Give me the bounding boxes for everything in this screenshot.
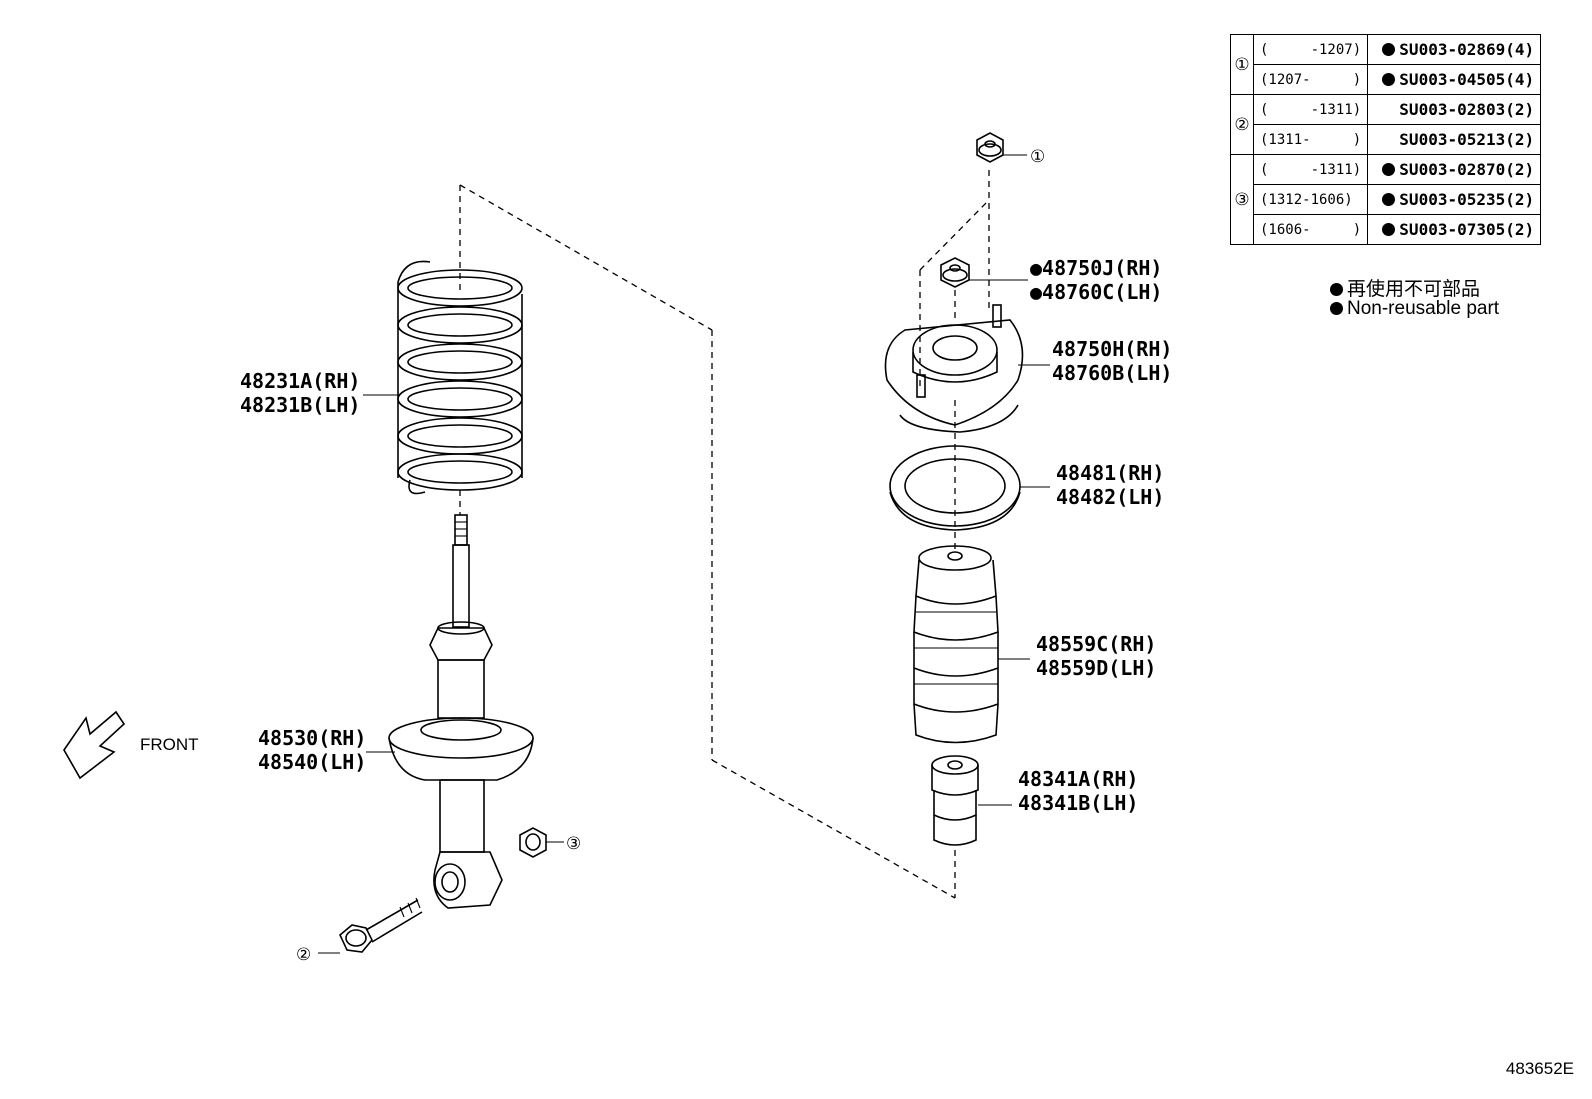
table-part-number: SU003-05213(2)	[1367, 124, 1542, 155]
label-spring-lh: 48231B(LH)	[240, 393, 360, 417]
table-part-number: SU003-02869(4)	[1367, 34, 1542, 65]
label-bumper-lh: 48341B(LH)	[1018, 791, 1138, 815]
table-part-number: SU003-05235(2)	[1367, 184, 1542, 215]
table-row: (1207- ) SU003-04505(4)	[1231, 64, 1542, 95]
lower-mount-bolt	[339, 897, 423, 953]
callout-2: ②	[296, 945, 311, 964]
table-row: ③ ( -1311) SU003-02870(2)	[1230, 154, 1542, 245]
coil-spring	[397, 260, 523, 495]
callout-1: ①	[1030, 147, 1045, 166]
callout-3: ③	[566, 834, 581, 853]
table-row: ② ( -1311) SU003-02803(2)	[1230, 94, 1542, 155]
suspension-support	[884, 304, 1024, 433]
part-reference-table: ① ( -1207) SU003-02869(4) (1207- ) SU003…	[1230, 34, 1542, 245]
label-support-lh: 48760B(LH)	[1052, 361, 1172, 385]
assembly-guide-lines	[459, 170, 990, 899]
table-range: ( -1207)	[1252, 34, 1369, 65]
part-labels: 48231A(RH) 48231B(LH) 48530(RH) 48540(LH…	[140, 147, 1172, 964]
table-range: (1312-1606)	[1252, 184, 1369, 215]
dust-boot	[913, 545, 999, 744]
table-row: (1606- ) SU003-07305(2)	[1231, 214, 1542, 245]
legend-jp: 再使用不可部品	[1330, 274, 1480, 301]
lower-mount-nut	[519, 827, 547, 858]
table-range: (1606- )	[1252, 214, 1369, 245]
table-part-number: SU003-02870(2)	[1367, 154, 1542, 185]
non-reusable-dot-icon	[1382, 43, 1396, 56]
label-spring-rh: 48231A(RH)	[240, 369, 360, 393]
upper-nut	[976, 132, 1004, 163]
leader-lines	[318, 154, 1050, 954]
table-part-number: SU003-04505(4)	[1367, 64, 1542, 95]
table-range: ( -1311)	[1252, 94, 1369, 125]
table-row: (1311- ) SU003-05213(2)	[1231, 124, 1542, 155]
front-arrow-icon	[63, 710, 126, 780]
non-reusable-dot-icon	[1330, 302, 1343, 315]
bound-bumper	[931, 755, 979, 846]
support-nut	[940, 257, 970, 288]
label-support-rh: 48750H(RH)	[1052, 337, 1172, 361]
table-row: (1312-1606) SU003-05235(2)	[1231, 184, 1542, 215]
table-part-number: SU003-02803(2)	[1367, 94, 1542, 125]
label-front: FRONT	[140, 735, 199, 754]
non-reusable-dot-icon	[1382, 223, 1396, 236]
label-bumper-rh: 48341A(RH)	[1018, 767, 1138, 791]
table-ref-2: ②	[1230, 94, 1254, 155]
label-insulator-lh: 48482(LH)	[1056, 485, 1164, 509]
insulator-ring	[889, 445, 1021, 531]
table-ref-3: ③	[1230, 154, 1254, 245]
label-absorber-lh: 48540(LH)	[258, 750, 366, 774]
shock-absorber	[388, 514, 534, 909]
non-reusable-dot-icon	[1330, 283, 1343, 296]
label-support-nut-lh: ●48760C(LH)	[1030, 280, 1162, 304]
table-range: ( -1311)	[1252, 154, 1369, 185]
table-range: (1207- )	[1252, 64, 1369, 95]
label-support-nut-rh: ●48750J(RH)	[1030, 256, 1162, 280]
table-part-number: SU003-07305(2)	[1367, 214, 1542, 245]
label-insulator-rh: 48481(RH)	[1056, 461, 1164, 485]
non-reusable-dot-icon	[1382, 73, 1396, 86]
table-range: (1311- )	[1252, 124, 1369, 155]
table-ref-1: ①	[1230, 34, 1254, 95]
table-row: ① ( -1207) SU003-02869(4)	[1230, 34, 1542, 95]
non-reusable-dot-icon	[1382, 193, 1396, 206]
diagram-id: 483652E	[1505, 1059, 1574, 1078]
legend-en: Non-reusable part	[1330, 298, 1499, 320]
label-boot-rh: 48559C(RH)	[1036, 632, 1156, 656]
label-absorber-rh: 48530(RH)	[258, 726, 366, 750]
label-boot-lh: 48559D(LH)	[1036, 656, 1156, 680]
non-reusable-dot-icon	[1382, 163, 1396, 176]
